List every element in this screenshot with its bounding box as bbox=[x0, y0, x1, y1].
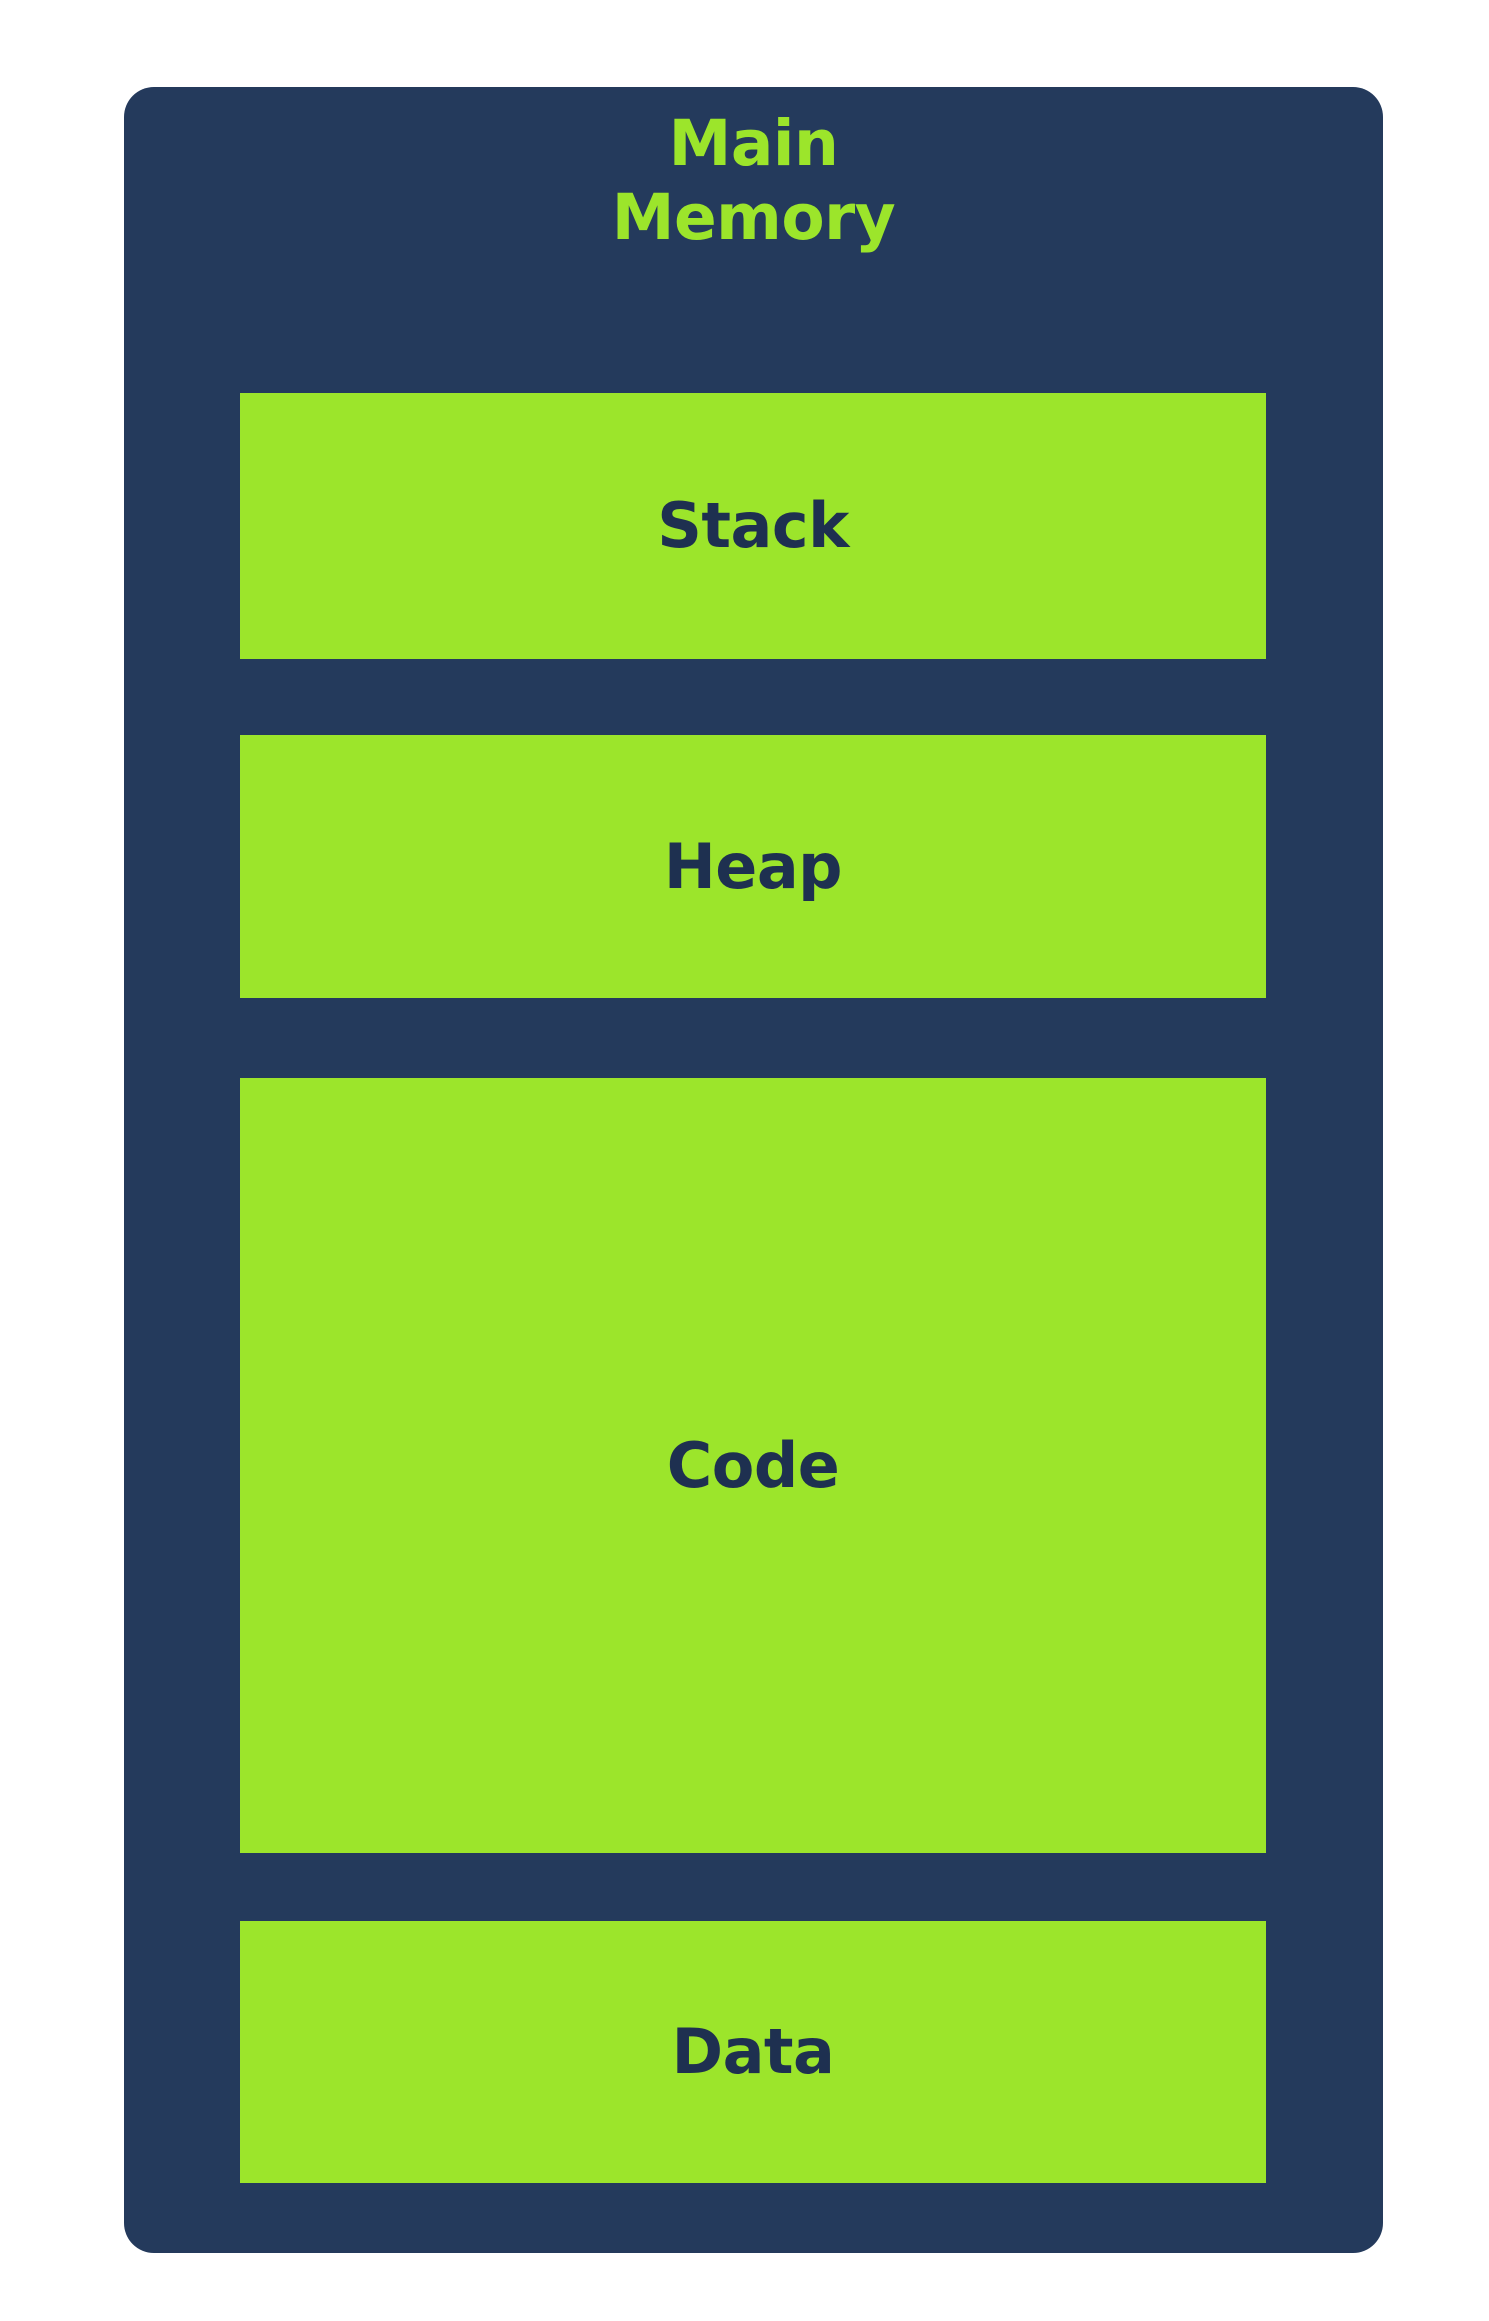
main-memory-card: Main Memory Stack Heap Code Data bbox=[124, 87, 1383, 2253]
main-memory-title-line-1: Main bbox=[668, 107, 839, 180]
main-memory-title: Main Memory bbox=[124, 107, 1383, 254]
memory-segment-stack: Stack bbox=[240, 393, 1266, 659]
memory-segment-heap: Heap bbox=[240, 735, 1266, 998]
memory-segment-heap-label: Heap bbox=[663, 829, 843, 903]
memory-segment-code: Code bbox=[240, 1078, 1266, 1853]
memory-segment-stack-label: Stack bbox=[657, 489, 849, 562]
memory-segment-data: Data bbox=[240, 1921, 1266, 2183]
main-memory-title-line-2: Memory bbox=[611, 180, 896, 254]
memory-segment-data-label: Data bbox=[671, 2015, 835, 2088]
memory-segment-code-label: Code bbox=[666, 1428, 840, 1502]
